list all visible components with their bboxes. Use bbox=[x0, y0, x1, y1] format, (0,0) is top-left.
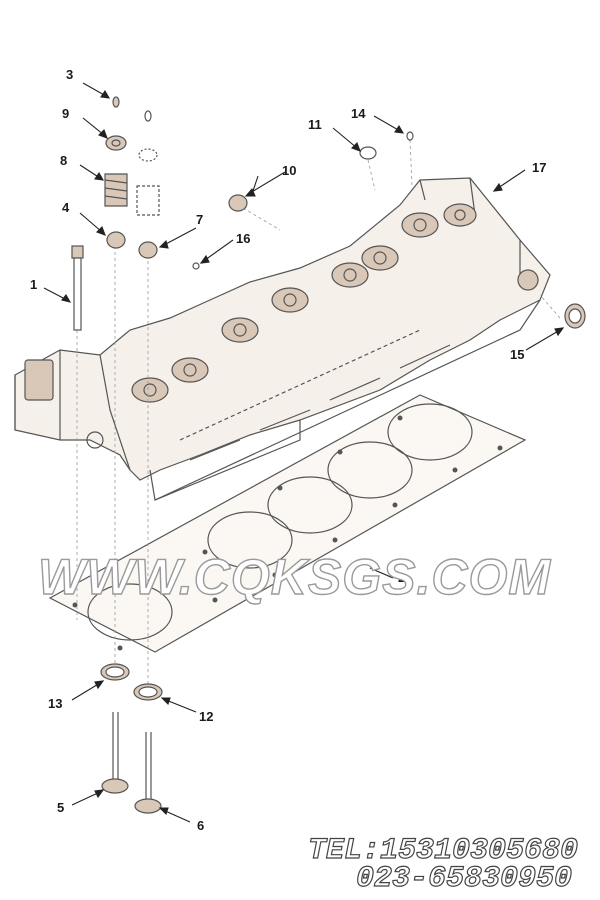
callout-7: 7 bbox=[196, 212, 204, 227]
callout-12: 12 bbox=[199, 709, 214, 724]
exhaust-valve bbox=[134, 732, 162, 814]
callout-17: 17 bbox=[532, 160, 547, 175]
contact-phone: 023-65830950 bbox=[355, 861, 573, 896]
assembly-lines bbox=[76, 139, 561, 685]
contact-tel: TEL:15310305680 bbox=[307, 833, 579, 868]
head-gasket bbox=[48, 394, 527, 653]
callout-3: 3 bbox=[66, 67, 74, 82]
o-ring bbox=[359, 146, 377, 160]
cylinder-head bbox=[14, 177, 551, 501]
small-plug bbox=[192, 262, 200, 270]
callout-16: 16 bbox=[236, 231, 251, 246]
callout-9: 9 bbox=[62, 106, 70, 121]
callout-4: 4 bbox=[62, 200, 70, 215]
head-bolt bbox=[71, 245, 84, 331]
leader-arrows bbox=[43, 82, 565, 823]
callout-2: 2 bbox=[398, 570, 406, 585]
callout-5: 5 bbox=[57, 800, 65, 815]
callout-1: 1 bbox=[30, 277, 38, 292]
callout-8: 8 bbox=[60, 153, 68, 168]
plug-seal bbox=[228, 194, 248, 212]
callout-10: 10 bbox=[282, 163, 297, 178]
dowel-pin bbox=[406, 131, 414, 141]
callout-15: 15 bbox=[510, 347, 525, 362]
callout-11: 11 bbox=[308, 117, 322, 132]
valve-spring-stack-intake bbox=[104, 96, 128, 249]
watermark-text: WWW.CQKSGS.COM bbox=[37, 548, 551, 605]
valve-spring-stack-exhaust bbox=[136, 110, 160, 259]
callout-14: 14 bbox=[351, 106, 366, 121]
callout-13: 13 bbox=[48, 696, 63, 711]
callout-6: 6 bbox=[197, 818, 205, 833]
intake-valve bbox=[101, 712, 129, 794]
